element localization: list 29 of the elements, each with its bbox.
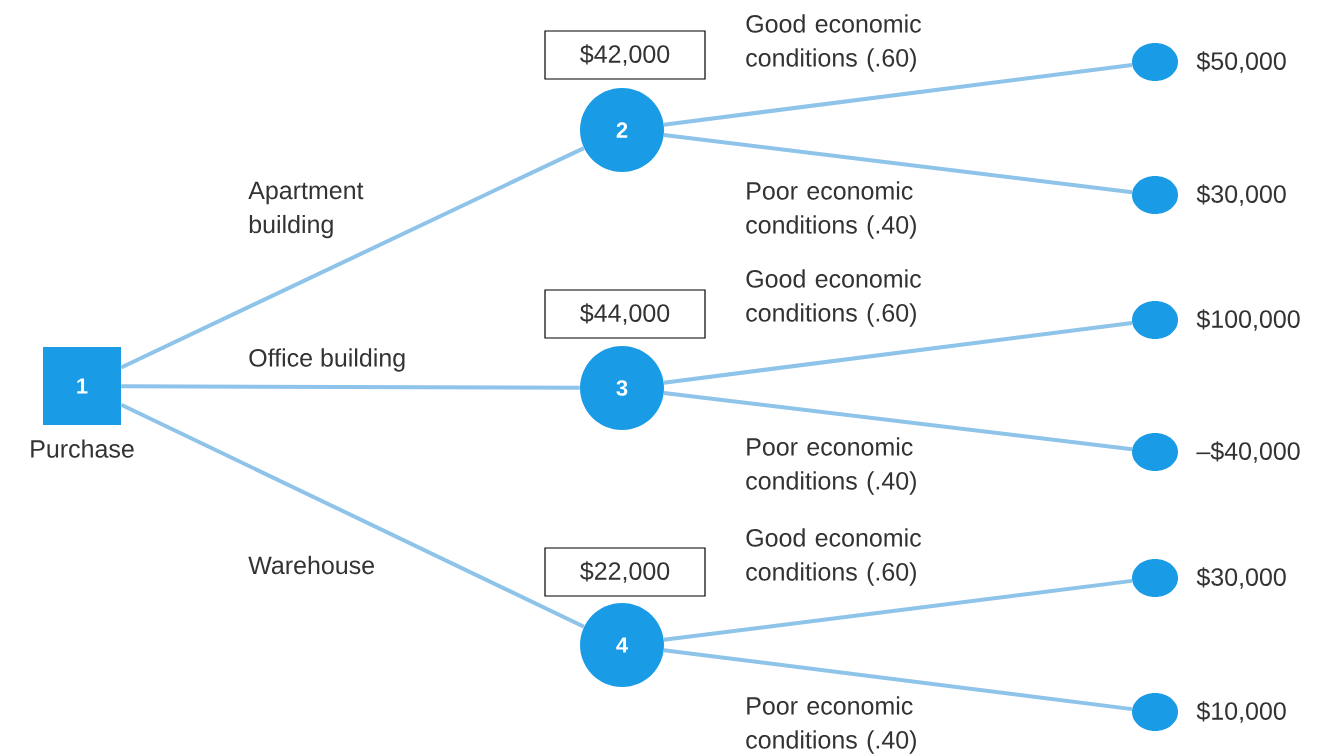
branch-line	[121, 384, 580, 390]
decision-square: 1	[43, 347, 121, 425]
branch-label: Apartment building	[248, 181, 364, 239]
payoff-label: $50,000	[1196, 51, 1286, 73]
branch-line	[663, 320, 1133, 385]
branch-label: Good economic conditions (.60)	[746, 528, 921, 586]
payoff-label: $10,000	[1196, 701, 1286, 723]
payoff-label: $30,000	[1196, 184, 1286, 206]
node-caption: Purchase	[31, 439, 134, 458]
value-box: $44,000	[544, 289, 706, 339]
branch-line	[663, 62, 1133, 127]
branch-line	[663, 648, 1133, 712]
branch-label: Good economic conditions (.60)	[746, 269, 921, 327]
branch-line	[663, 391, 1133, 452]
branch-label: Warehouse	[248, 555, 374, 575]
branch-label: Good economic conditions (.60)	[746, 14, 921, 72]
branch-label: Office building	[249, 348, 405, 372]
branch-line	[120, 402, 585, 629]
payoff-label: $100,000	[1196, 309, 1300, 331]
payoff-label: –$40,000	[1196, 441, 1300, 463]
branch-label: Poor economic conditions (.40)	[746, 437, 916, 495]
branch-line	[120, 146, 585, 370]
branch-line	[663, 133, 1133, 195]
value-box: $22,000	[544, 547, 706, 597]
branch-label: Poor economic conditions (.40)	[746, 181, 916, 239]
branch-line	[663, 578, 1133, 642]
branch-label: Poor economic conditions (.40)	[746, 696, 916, 754]
payoff-label: $30,000	[1196, 567, 1286, 589]
value-box: $42,000	[544, 30, 706, 80]
